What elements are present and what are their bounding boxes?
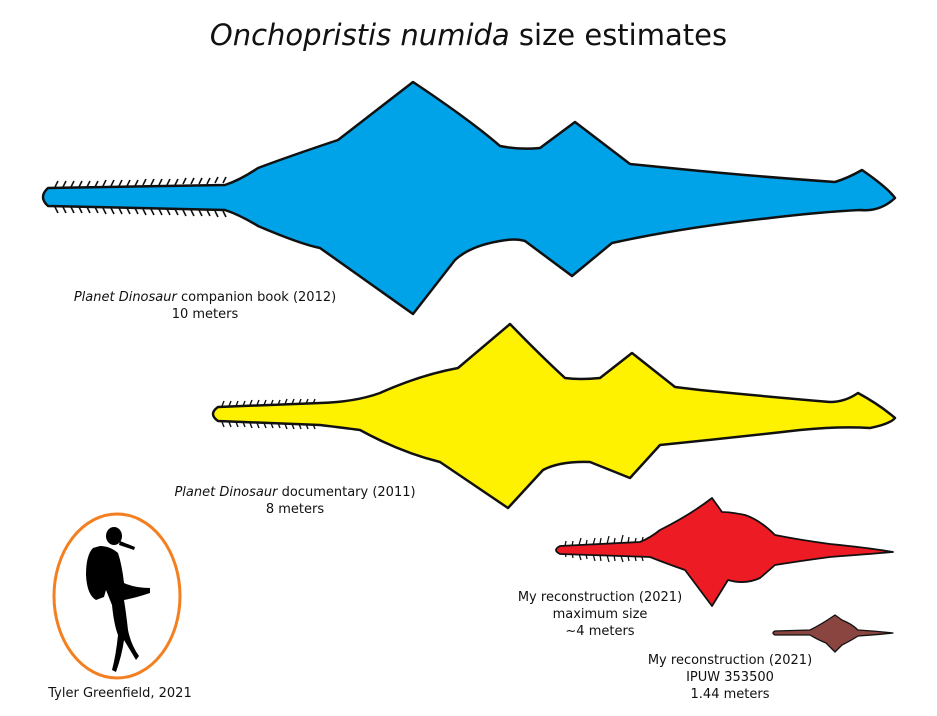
label-reconstruction-max: My reconstruction (2021) maximum size ~4… bbox=[490, 589, 710, 640]
label-subtitle: IPUW 353500 bbox=[686, 670, 774, 685]
label-companion-book: Planet Dinosaur companion book (2012) 10… bbox=[40, 289, 370, 323]
label-size: 8 meters bbox=[265, 502, 325, 517]
label-title: Planet Dinosaur companion book (2012) bbox=[73, 290, 337, 305]
scuba-diver-scale-reference bbox=[52, 512, 182, 680]
page-title: Onchopristis numida size estimates bbox=[0, 18, 937, 52]
label-title: My reconstruction (2021) bbox=[517, 590, 683, 605]
title-species: Onchopristis numida bbox=[209, 18, 510, 52]
orange-ring bbox=[52, 512, 182, 680]
credit: Tyler Greenfield, 2021 bbox=[48, 686, 192, 701]
label-title: Planet Dinosaur documentary (2011) bbox=[174, 485, 416, 500]
sawfish-silhouette-10m bbox=[41, 80, 897, 316]
label-title: My reconstruction (2021) bbox=[647, 653, 813, 668]
label-reconstruction-ipuw: My reconstruction (2021) IPUW 353500 1.4… bbox=[620, 652, 840, 703]
label-documentary: Planet Dinosaur documentary (2011) 8 met… bbox=[160, 484, 430, 518]
scuba-diver-icon bbox=[86, 527, 150, 672]
title-rest: size estimates bbox=[509, 18, 728, 52]
label-size: 1.44 meters bbox=[690, 687, 770, 702]
sawfish-silhouette-1-44m bbox=[772, 614, 894, 653]
label-size: ~4 meters bbox=[565, 624, 635, 639]
sawfish-silhouette-8m bbox=[211, 322, 897, 510]
sawfish-silhouette-4m bbox=[555, 497, 894, 607]
label-subtitle: maximum size bbox=[552, 607, 648, 622]
label-size: 10 meters bbox=[171, 307, 239, 322]
